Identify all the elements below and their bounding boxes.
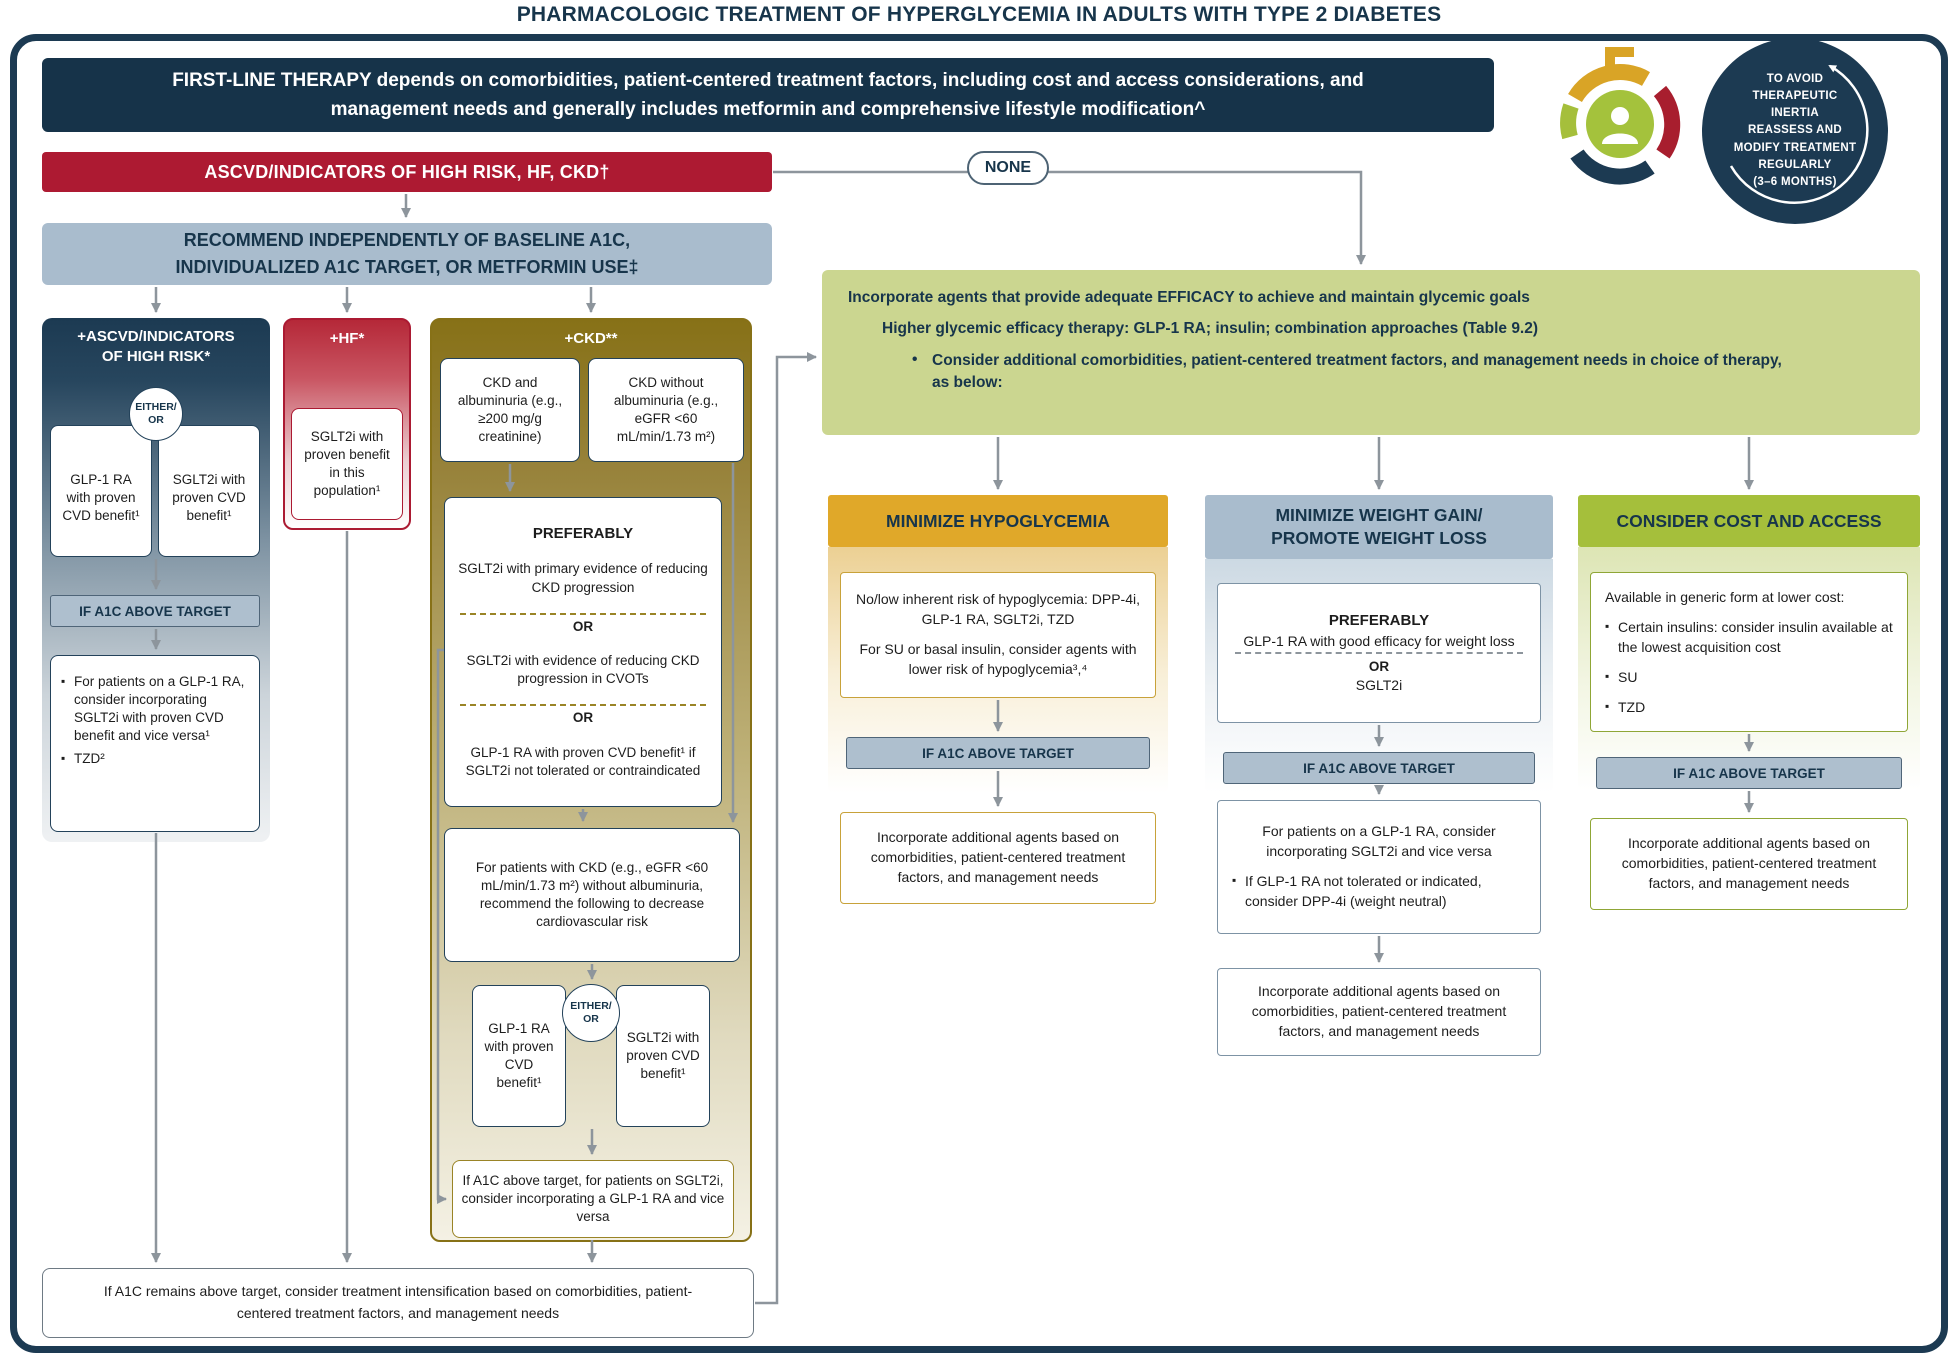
efficacy-bullet: Consider additional comorbidities, patie… <box>910 349 1792 395</box>
recommend-box: RECOMMEND INDEPENDENTLY OF BASELINE A1C,… <box>42 223 772 285</box>
ascvd-if-a1c-bar: IF A1C ABOVE TARGET <box>50 595 260 627</box>
hypoglycemia-header: MINIMIZE HYPOGLYCEMIA <box>828 495 1168 547</box>
inertia-text: TO AVOID THERAPEUTIC INERTIA REASSESS AN… <box>1733 72 1857 189</box>
weight-footer-card: Incorporate additional agents based on c… <box>1217 968 1541 1056</box>
person-icon <box>1611 107 1629 125</box>
ckd-preferably-title: PREFERABLY <box>532 525 634 543</box>
cost-bullet-1: Certain insulins: consider insulin avail… <box>1605 618 1893 658</box>
or-label: OR <box>572 710 594 726</box>
ascvd-column-header: +ASCVD/INDICATORS OF HIGH RISK* <box>77 328 235 365</box>
cost-body-card: Available in generic form at lower cost:… <box>1590 572 1908 732</box>
either-or-circle-ascvd: EITHER/ OR <box>129 387 183 441</box>
ascvd-followup-bullet-1: For patients on a GLP-1 RA, consider inc… <box>61 673 249 745</box>
hf-column-header: +HF* <box>329 330 365 347</box>
ckd-preferably-option-3: GLP-1 RA with proven CVD benefit¹ if SGL… <box>465 744 701 778</box>
gold-elbow-arrow <box>1605 47 1634 70</box>
weight-consider-2: If GLP-1 RA not tolerated or indicated, … <box>1232 872 1526 912</box>
ckd-column-header: +CKD** <box>564 330 618 347</box>
ckd-preferably-option-1: SGLT2i with primary evidence of reducing… <box>458 561 708 595</box>
ascvd-followup-bullet-2: TZD² <box>61 750 249 768</box>
dashed-line <box>460 704 706 707</box>
ckd-no-albuminuria-action-card: For patients with CKD (e.g., eGFR <60 mL… <box>444 828 740 962</box>
weight-body-card: PREFERABLY GLP-1 RA with good efficacy f… <box>1217 583 1541 723</box>
weight-consider-card: For patients on a GLP-1 RA, consider inc… <box>1217 800 1541 934</box>
cost-intro: Available in generic form at lower cost: <box>1605 589 1845 605</box>
ckd-preferably-option-2: SGLT2i with evidence of reducing CKD pro… <box>466 653 700 687</box>
lifestyle-cycle-icon <box>1560 47 1681 185</box>
first-line-therapy-banner: FIRST-LINE THERAPY depends on comorbidit… <box>42 58 1494 132</box>
weight-if-a1c-bar: IF A1C ABOVE TARGET <box>1223 752 1535 784</box>
or-label: OR <box>1368 658 1390 674</box>
therapeutic-inertia-circle: TO AVOID THERAPEUTIC INERTIA REASSESS AN… <box>1702 38 1888 224</box>
cost-header: CONSIDER COST AND ACCESS <box>1578 495 1920 547</box>
ckd-sglt2i-card: SGLT2i with proven CVD benefit¹ <box>616 985 710 1127</box>
hypoglycemia-body-2: For SU or basal insulin, consider agents… <box>859 641 1137 677</box>
weight-option-2: SGLT2i <box>1355 676 1403 693</box>
ckd-if-a1c-note-card: If A1C above target, for patients on SGL… <box>452 1160 734 1238</box>
dashed-line <box>460 612 706 615</box>
none-badge: NONE <box>967 151 1049 185</box>
efficacy-line-1: Incorporate agents that provide adequate… <box>848 289 1530 306</box>
ckd-preferably-card: PREFERABLY SGLT2i with primary evidence … <box>444 497 722 807</box>
weight-consider-1: For patients on a GLP-1 RA, consider inc… <box>1262 823 1496 860</box>
ascvd-sglt2i-card: SGLT2i with proven CVD benefit¹ <box>158 425 260 557</box>
ckd-glp1-card: GLP-1 RA with proven CVD benefit¹ <box>472 985 566 1127</box>
outer-border <box>10 34 1948 1353</box>
page-title: PHARMACOLOGIC TREATMENT OF HYPERGLYCEMIA… <box>482 0 1476 30</box>
weight-preferably-title: PREFERABLY <box>1328 612 1430 630</box>
hypoglycemia-if-a1c-bar: IF A1C ABOVE TARGET <box>846 737 1150 769</box>
hypoglycemia-body-1: No/low inherent risk of hypoglycemia: DP… <box>855 591 1140 628</box>
ckd-albuminuria-card: CKD and albuminuria (e.g., ≥200 mg/g cre… <box>440 358 580 462</box>
intensification-note: If A1C remains above target, consider tr… <box>42 1268 754 1338</box>
hf-sglt2i-card: SGLT2i with proven benefit in this popul… <box>291 408 403 520</box>
circular-arrow-icon <box>1729 64 1869 204</box>
efficacy-box: Incorporate agents that provide adequate… <box>822 270 1920 435</box>
or-label: OR <box>572 618 594 634</box>
efficacy-line-2: Higher glycemic efficacy therapy: GLP-1 … <box>882 320 1539 338</box>
ascvd-glp1-card: GLP-1 RA with proven CVD benefit¹ <box>50 425 152 557</box>
hypoglycemia-footer-card: Incorporate additional agents based on c… <box>840 812 1156 904</box>
cost-bullet-3: TZD <box>1605 698 1645 718</box>
or-divider: OR <box>1232 651 1526 676</box>
cost-footer-card: Incorporate additional agents based on c… <box>1590 818 1908 910</box>
either-or-circle-ckd: EITHER/ OR <box>562 984 620 1042</box>
weight-option-1: GLP-1 RA with good efficacy for weight l… <box>1243 632 1515 649</box>
ascvd-followup-card: For patients on a GLP-1 RA, consider inc… <box>50 655 260 832</box>
ascvd-hf-ckd-banner: ASCVD/INDICATORS OF HIGH RISK, HF, CKD† <box>42 152 772 192</box>
hypoglycemia-body-card: No/low inherent risk of hypoglycemia: DP… <box>840 572 1156 698</box>
or-divider: OR <box>457 612 709 636</box>
cost-if-a1c-bar: IF A1C ABOVE TARGET <box>1596 757 1902 789</box>
dashed-line <box>1235 651 1523 654</box>
ckd-no-albuminuria-card: CKD without albuminuria (e.g., eGFR <60 … <box>588 358 744 462</box>
weight-header: MINIMIZE WEIGHT GAIN/ PROMOTE WEIGHT LOS… <box>1205 495 1553 559</box>
or-divider: OR <box>457 704 709 727</box>
cost-bullet-2: SU <box>1605 668 1637 688</box>
